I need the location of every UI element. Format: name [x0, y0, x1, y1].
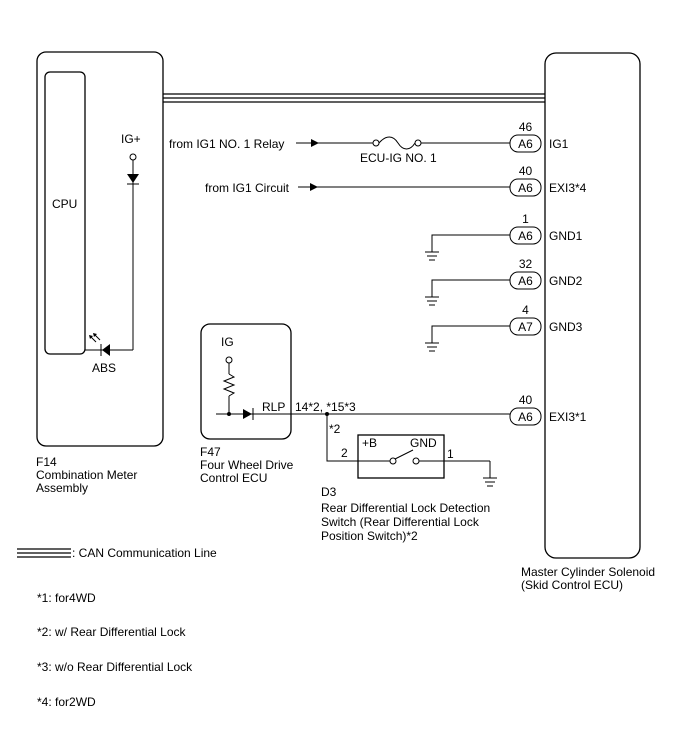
ground-icon	[483, 461, 497, 487]
master-cylinder-name-1: Master Cylinder Solenoid	[521, 565, 655, 579]
svg-text:40: 40	[519, 164, 533, 178]
svg-text:EXI3*4: EXI3*4	[549, 181, 587, 195]
note-2: *2: w/ Rear Differential Lock	[37, 625, 187, 639]
pin-gnd2: A6 32 GND2	[509, 257, 583, 290]
svg-text:EXI3*1: EXI3*1	[549, 410, 587, 424]
diff-lock-switch-name-3: Position Switch)*2	[321, 529, 418, 543]
cpu-box	[44, 71, 86, 355]
fuse-label: ECU-IG NO. 1	[360, 151, 437, 165]
abs-indicator-led-icon	[102, 344, 110, 356]
ground-icon	[425, 234, 510, 261]
arrow-right-icon	[311, 139, 319, 147]
combination-meter-name-1: Combination Meter	[36, 468, 137, 482]
svg-text:GND1: GND1	[549, 229, 583, 243]
switch-pin-right: 1	[447, 447, 454, 461]
switch-icon	[358, 449, 444, 465]
switch-pin-left: 2	[341, 446, 348, 460]
svg-text:1: 1	[522, 212, 529, 226]
ig1-relay-label: from IG1 NO. 1 Relay	[169, 137, 284, 151]
svg-text:A6: A6	[518, 181, 533, 195]
pin-ig1: A6 46 IG1	[509, 120, 569, 153]
abs-label: ABS	[92, 361, 116, 375]
note-4: *4: for2WD	[37, 695, 96, 709]
diff-lock-switch-code: D3	[321, 485, 337, 499]
rlp-pins-label: 14*2, *15*3	[295, 400, 356, 414]
ig1-circuit-label: from IG1 Circuit	[205, 181, 290, 195]
pin-exi3-1: A6 40 EXI3*1	[509, 393, 587, 426]
diode-icon	[127, 174, 139, 183]
rlp-label: RLP	[262, 400, 285, 414]
diff-lock-switch-name-1: Rear Differential Lock Detection	[321, 501, 490, 515]
svg-text:A6: A6	[518, 274, 533, 288]
fuse-icon	[378, 136, 416, 150]
svg-text:A6: A6	[518, 410, 533, 424]
branch-note-label: *2	[329, 422, 341, 436]
pin-exi3-4: A6 40 EXI3*4	[509, 164, 587, 197]
switch-gnd-label: GND	[410, 436, 437, 450]
svg-text:4: 4	[522, 303, 529, 317]
master-cylinder-box	[544, 52, 641, 559]
combination-meter-code: F14	[36, 455, 57, 469]
svg-text:GND2: GND2	[549, 274, 583, 288]
svg-text:46: 46	[519, 120, 533, 134]
svg-text:32: 32	[519, 257, 533, 271]
four-wheel-drive-ecu-code: F47	[200, 445, 221, 459]
ground-icon	[425, 325, 510, 352]
pin-gnd3: A7 4 GND3	[509, 303, 583, 336]
arrow-right-icon	[310, 183, 318, 191]
svg-text:A7: A7	[518, 320, 533, 334]
can-bus-line	[163, 93, 545, 103]
ig-label: IG	[221, 335, 234, 349]
can-line-legend-symbol	[17, 548, 71, 558]
note-3: *3: w/o Rear Differential Lock	[37, 660, 193, 674]
svg-text:A6: A6	[518, 229, 533, 243]
ig-plus-label: IG+	[121, 132, 141, 146]
cpu-label: CPU	[52, 197, 77, 211]
svg-text:GND3: GND3	[549, 320, 583, 334]
diff-lock-switch-name-2: Switch (Rear Differential Lock	[321, 515, 480, 529]
pin-gnd1: A6 1 GND1	[509, 212, 583, 245]
resistor-icon	[222, 373, 236, 397]
four-wheel-drive-ecu-box	[200, 323, 292, 440]
four-wheel-drive-ecu-name-2: Control ECU	[200, 471, 267, 485]
diode-icon	[243, 409, 252, 419]
master-cylinder-name-2: (Skid Control ECU)	[521, 578, 623, 592]
diff-lock-switch-box	[357, 434, 445, 479]
note-1: *1: for4WD	[37, 591, 96, 605]
ig-plus-terminal	[129, 153, 137, 161]
can-line-legend-label: : CAN Communication Line	[72, 546, 217, 560]
ground-icon	[425, 279, 510, 306]
ig-terminal	[225, 356, 233, 364]
svg-text:40: 40	[519, 393, 533, 407]
four-wheel-drive-ecu-name-1: Four Wheel Drive	[200, 458, 294, 472]
combination-meter-box	[36, 51, 164, 447]
combination-meter-name-2: Assembly	[36, 481, 88, 495]
svg-text:A6: A6	[518, 137, 533, 151]
switch-pos-label: +B	[362, 436, 377, 450]
svg-text:IG1: IG1	[549, 137, 569, 151]
